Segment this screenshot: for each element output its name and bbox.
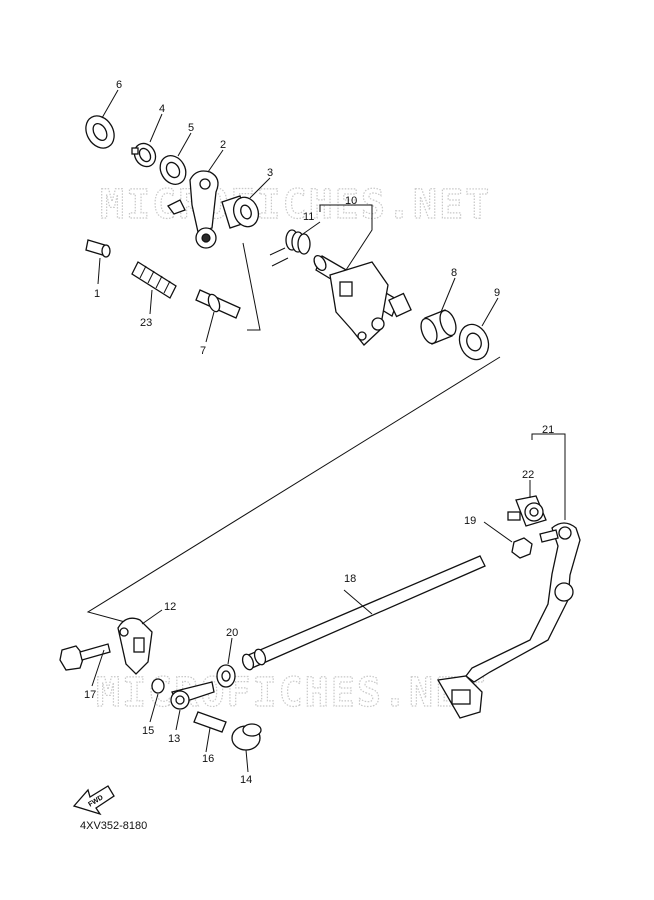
callout-14: 14 — [240, 774, 252, 786]
callout-7: 7 — [200, 345, 206, 357]
watermark-bottom: MICROFICHES.NET — [96, 670, 487, 716]
cap-part-14 — [231, 723, 262, 751]
callout-19: 19 — [464, 515, 476, 527]
callout-16: 16 — [202, 753, 214, 765]
washer-part-15 — [151, 678, 165, 694]
shift-shaft-part-10 — [313, 254, 412, 346]
bolt-part-16 — [193, 711, 227, 733]
callout-5: 5 — [188, 122, 194, 134]
callout-23: 23 — [140, 317, 152, 329]
fwd-arrow-icon: FWD — [72, 785, 115, 816]
rod-end-part-22 — [507, 495, 547, 527]
assembly-outline — [86, 356, 501, 623]
callout-8: 8 — [451, 267, 457, 279]
watermark-top: MICROFICHES.NET — [100, 182, 491, 228]
spring-part-23 — [131, 261, 177, 299]
pin-part-1 — [85, 239, 111, 258]
assembly-link-10 — [242, 242, 261, 331]
collar-part-8 — [420, 309, 457, 345]
diagram-code: 4XV352-8180 — [80, 820, 148, 832]
callout-21: 21 — [542, 424, 554, 436]
leader-lines — [91, 89, 566, 773]
shift-pedal-part-21 — [436, 522, 581, 719]
callout-3: 3 — [267, 167, 273, 179]
callout-18: 18 — [344, 573, 356, 585]
callout-12: 12 — [164, 601, 176, 613]
nut-part-19 — [511, 537, 533, 559]
callout-1: 1 — [94, 288, 100, 300]
shift-rod-part-18 — [241, 555, 486, 671]
callout-4: 4 — [159, 103, 165, 115]
washer-part-5 — [159, 155, 187, 185]
circlip-part-4 — [131, 142, 157, 168]
shift-arm-part-12 — [117, 617, 153, 675]
callout-20: 20 — [226, 627, 238, 639]
stud-bolt-part-7 — [195, 289, 241, 319]
callout-13: 13 — [168, 733, 180, 745]
callout-10: 10 — [345, 195, 357, 207]
collar-part-3 — [221, 195, 260, 229]
rod-end-part-13 — [170, 681, 215, 710]
callout-9: 9 — [494, 287, 500, 299]
callout-6: 6 — [116, 79, 122, 91]
callout-15: 15 — [142, 725, 154, 737]
callout-22: 22 — [522, 469, 534, 481]
oil-seal-part-9 — [458, 323, 490, 361]
collar-part-20 — [216, 664, 236, 688]
bolt-part-17 — [59, 643, 111, 671]
stopper-lever-part-2 — [167, 170, 219, 249]
torsion-spring-part-11 — [269, 229, 311, 267]
callout-11: 11 — [303, 211, 314, 223]
washer-part-6 — [85, 115, 115, 149]
callout-2: 2 — [220, 139, 226, 151]
callout-17: 17 — [84, 689, 96, 701]
